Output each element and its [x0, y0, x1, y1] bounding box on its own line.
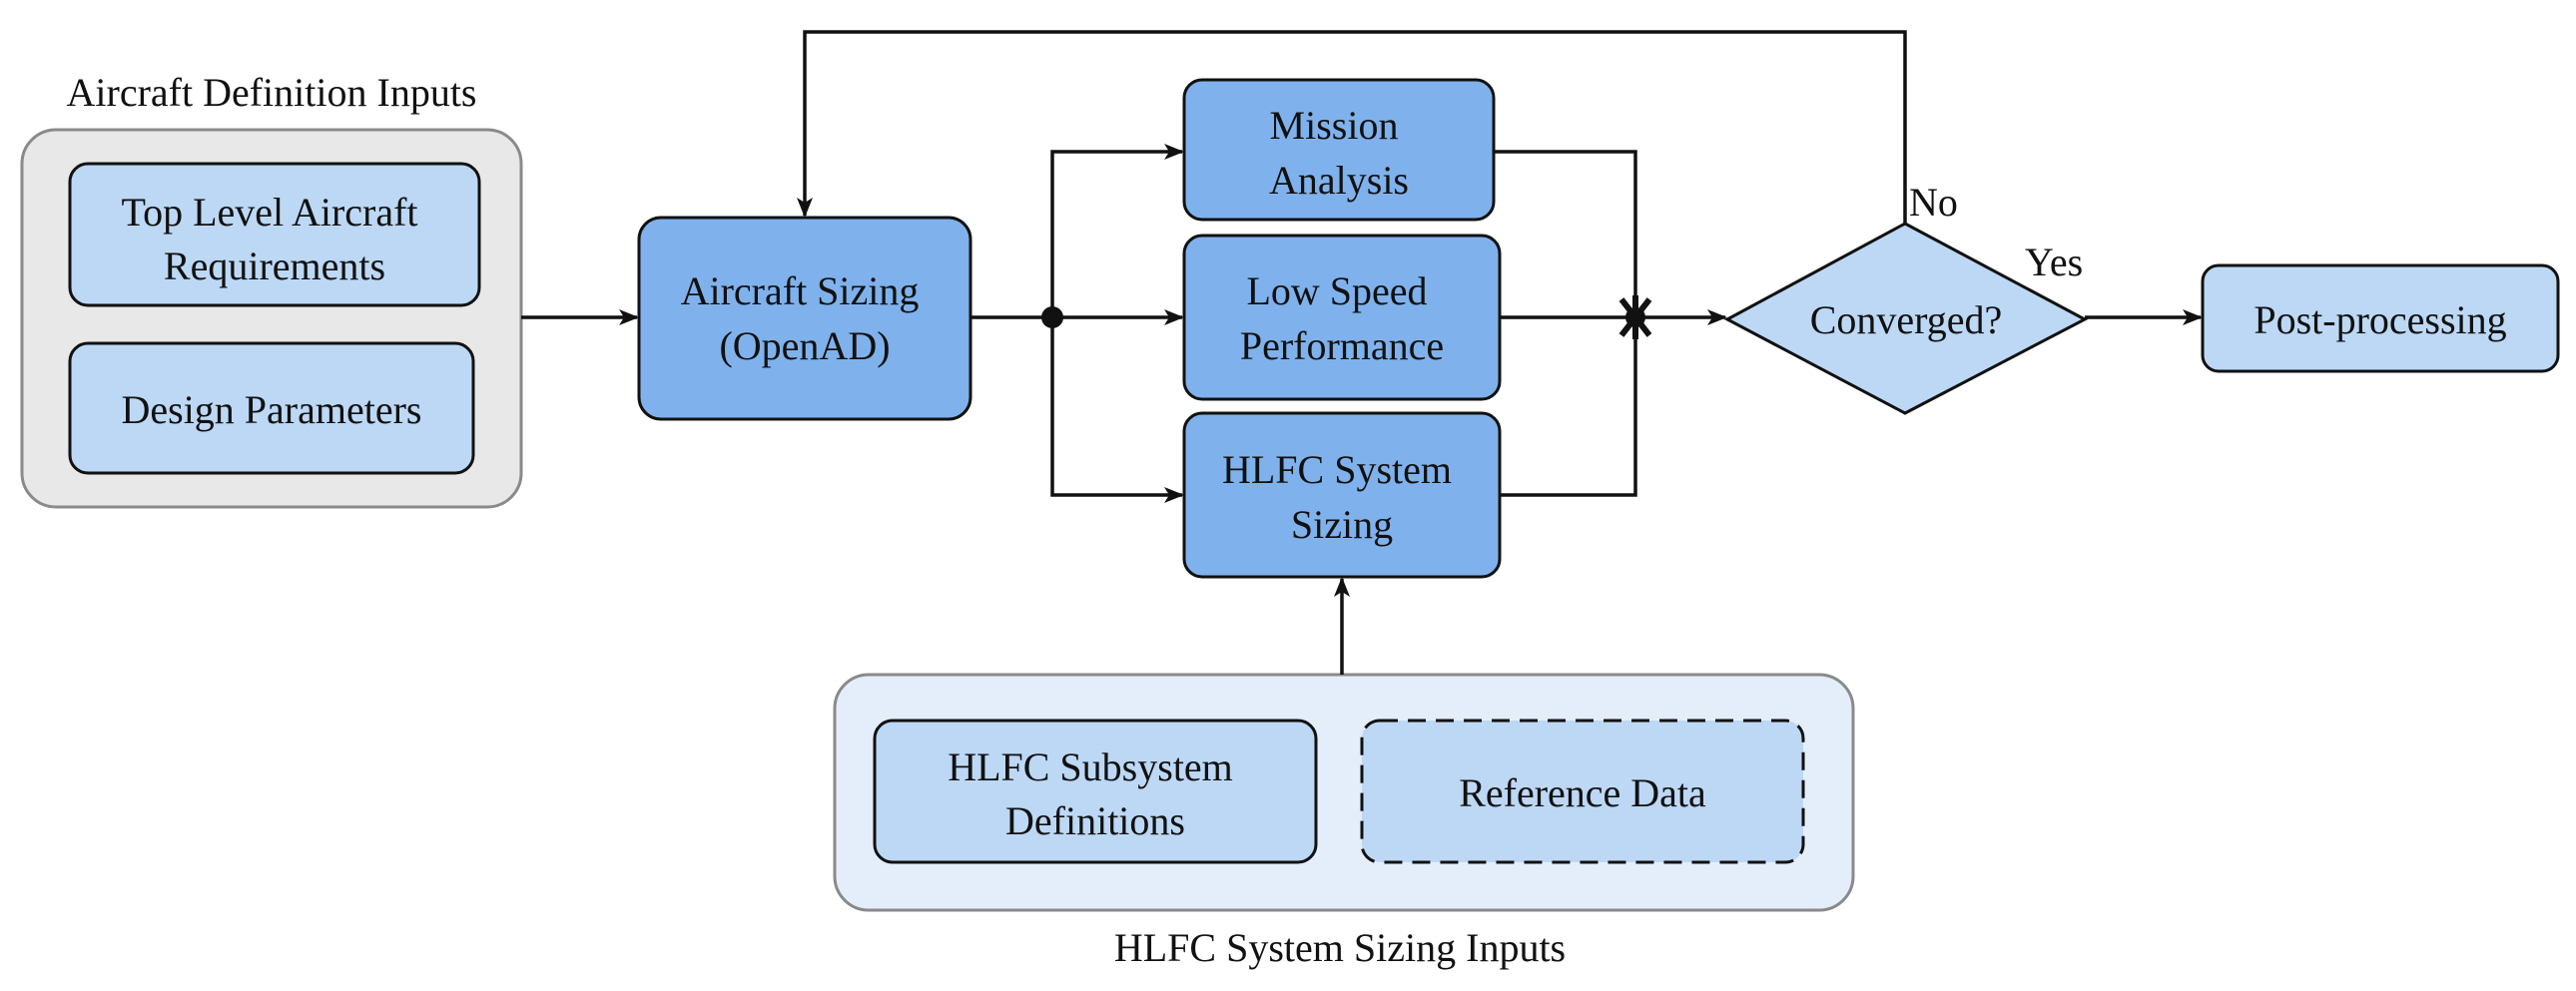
svg-text:Top Level Aircraft Req: Top Level Aircraft Requirements: [121, 190, 427, 288]
hlfc-subsystem-line-1: HLFC Subsystem: [948, 744, 1233, 789]
top-level-requirements-node: Top Level Aircraft Requirements: [68, 162, 481, 307]
post-processing-node: Post-processing: [2201, 263, 2560, 373]
design-parameters-node: Design Parameters: [68, 341, 475, 475]
top-level-requirements-line-1: Top Level Aircraft: [121, 190, 417, 235]
mission-analysis-line-2: Analysis: [1269, 158, 1409, 203]
hlfc-sizing-line-1: HLFC System: [1222, 447, 1452, 492]
low-speed-line-1: Low Speed: [1246, 268, 1427, 313]
hlfc-subsystem-definitions-node: HLFC Subsystem Definitions: [873, 719, 1318, 864]
reference-data-label: Reference Data: [1459, 770, 1706, 815]
edge-mission-to-merge: [1494, 150, 1637, 317]
connectors: [521, 30, 2203, 675]
edge-label-yes: Yes: [2025, 240, 2083, 284]
post-processing-label: Post-processing: [2254, 297, 2506, 342]
svg-text:Design Parameters: Design Parameters: [121, 387, 421, 432]
edge-split-to-hlfc: [1050, 317, 1184, 503]
svg-text:Post-processing: Post-processing: [2254, 297, 2506, 342]
low-speed-performance-node: Low Speed Performance: [1182, 234, 1502, 401]
svg-text:Mission Analysis: Mission Analysis: [1269, 103, 1409, 203]
hlfc-subsystem-line-2: Definitions: [1005, 798, 1185, 843]
hlfc-system-sizing-inputs-group: HLFC System Sizing Inputs HLFC Subsystem…: [833, 673, 1855, 970]
design-parameters-label: Design Parameters: [121, 387, 421, 432]
hlfc-inputs-title: HLFC System Sizing Inputs: [1114, 925, 1566, 970]
converged-label: Converged?: [1810, 297, 2003, 342]
edge-converged-no-loop: [797, 30, 1907, 224]
aircraft-definition-inputs-group: Aircraft Definition Inputs Top Level Air…: [20, 70, 523, 509]
aircraft-inputs-title: Aircraft Definition Inputs: [67, 70, 477, 115]
svg-text:HLFC System Sizing: HLFC System Sizing: [1222, 447, 1462, 547]
reference-data-node: Reference Data: [1360, 719, 1805, 864]
top-level-requirements-line-2: Requirements: [164, 244, 385, 288]
svg-text:Converged?: Converged?: [1810, 297, 2003, 342]
edge-label-no: No: [1909, 180, 1958, 225]
hlfc-sizing-line-2: Sizing: [1291, 502, 1393, 547]
aircraft-sizing-node: Aircraft Sizing (OpenAD): [637, 216, 972, 421]
hlfc-system-sizing-node: HLFC System Sizing: [1182, 411, 1502, 579]
mission-analysis-line-1: Mission: [1270, 103, 1399, 148]
converged-decision-node: Converged?: [1723, 222, 2089, 415]
edge-hlfc-to-merge: [1500, 317, 1637, 497]
svg-text:Reference Data: Reference Data: [1459, 770, 1706, 815]
svg-text:Low Speed Performance: Low Speed Performance: [1240, 268, 1444, 368]
low-speed-line-2: Performance: [1240, 323, 1444, 368]
edge-split-to-mission: [1050, 144, 1184, 317]
svg-text:Aircraft Sizing (OpenAD): Aircraft Sizing (OpenAD): [681, 268, 930, 368]
svg-text:HLFC Subsystem Definit: HLFC Subsystem Definitions: [948, 744, 1243, 843]
mission-analysis-node: Mission Analysis: [1182, 78, 1496, 222]
aircraft-sizing-line-1: Aircraft Sizing: [681, 268, 920, 313]
aircraft-sizing-line-2: (OpenAD): [719, 323, 890, 368]
